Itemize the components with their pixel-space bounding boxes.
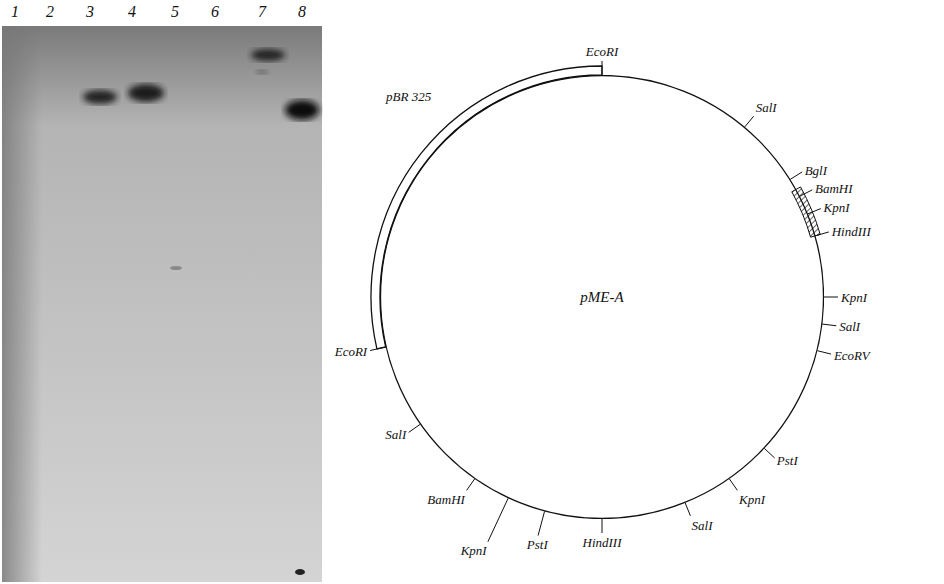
site-tick [538,511,544,535]
site-tick [488,498,508,542]
restriction-site: SalI [385,428,406,441]
restriction-site: EcoRI [586,45,618,58]
plasmid-name: pME-A [580,289,623,306]
site-tick [745,116,754,127]
restriction-site: KpnI [824,201,850,214]
site-tick [800,190,812,196]
restriction-site: KpnI [461,544,487,557]
plasmid-map-art [370,61,838,542]
restriction-site: KpnI [841,291,867,304]
restriction-site: HindIII [583,536,622,549]
restriction-site: HindIII [832,225,871,238]
site-tick [685,503,690,516]
restriction-site: BglI [805,164,827,177]
gel-photo [2,26,322,582]
site-tick [602,519,603,533]
site-tick [822,324,836,326]
site-tick [815,232,828,236]
site-tick [764,448,774,458]
restriction-site: SalI [692,519,713,532]
site-tick [602,61,603,75]
site-tick [790,172,802,179]
restriction-site: KpnI [739,493,765,506]
site-tick [817,351,831,354]
site-tick [824,297,838,298]
lane-number: 6 [211,4,219,20]
restriction-site: EcoRV [834,348,870,361]
restriction-site: EcoRI [335,345,367,358]
restriction-site: BamHI [815,182,853,195]
restriction-site: SalI [839,320,860,333]
site-tick [808,209,821,214]
restriction-site: SalI [756,101,777,114]
lane-number: 8 [298,4,306,20]
lane-number: 3 [86,4,94,20]
site-tick [467,479,475,490]
vector-name: pBR 325 [386,90,431,103]
lane-number: 2 [46,4,54,20]
lane-number: 1 [11,4,19,20]
restriction-site: PstI [527,538,548,551]
plasmid-circle: pME-A [380,75,824,519]
restriction-site: PstI [777,453,798,466]
restriction-site: BamHI [427,493,465,506]
site-tick [729,479,737,490]
lane-number: 5 [171,4,179,20]
site-tick [370,347,386,351]
site-tick [409,424,420,432]
lane-number: 4 [128,4,136,20]
lane-number: 7 [258,4,266,20]
